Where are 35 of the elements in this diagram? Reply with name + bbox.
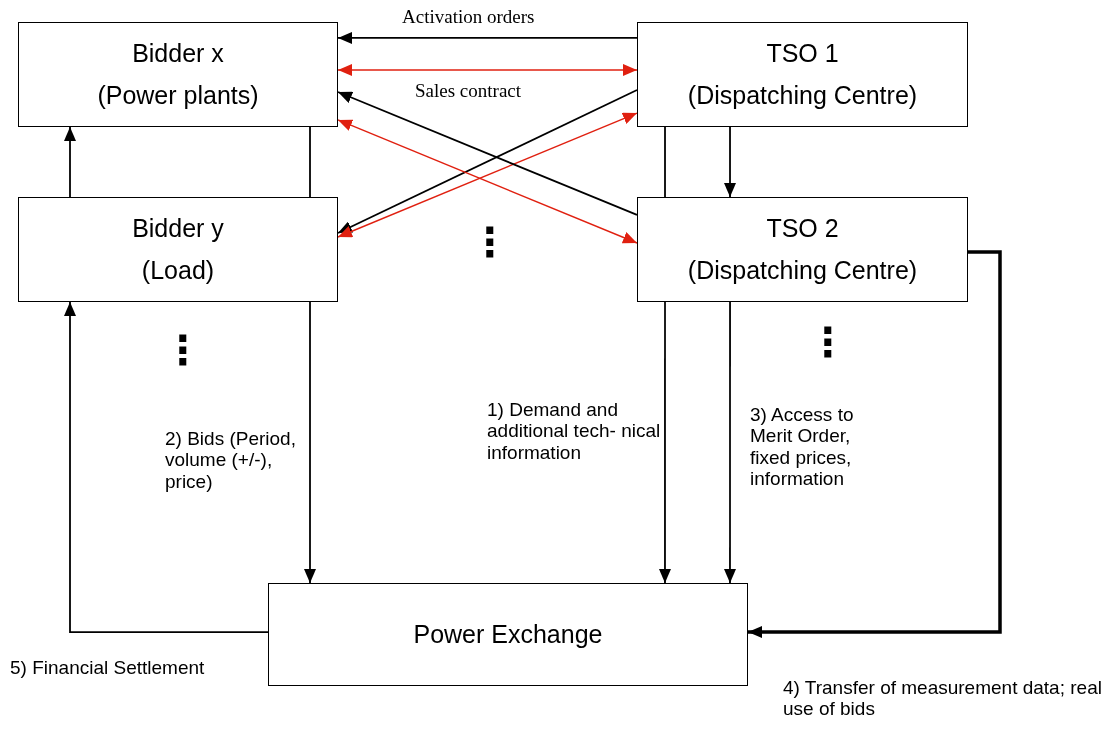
node-label: (Load) bbox=[141, 256, 215, 284]
process-box bbox=[268, 583, 748, 686]
arrow bbox=[337, 31, 638, 44]
node-label: Bidder y bbox=[132, 215, 224, 243]
process-box bbox=[637, 22, 968, 127]
edge-label: 4) Transfer of measurement data; real use of bids bbox=[783, 677, 1103, 720]
arrow bbox=[64, 126, 76, 198]
arrow bbox=[724, 301, 736, 584]
arrow bbox=[337, 64, 638, 76]
arrow bbox=[64, 301, 269, 633]
arrow bbox=[724, 126, 736, 198]
edge-label: 1) Demand and additional tech- nical information bbox=[487, 399, 662, 463]
process-box bbox=[637, 197, 968, 302]
connector-line bbox=[309, 126, 311, 198]
arrow bbox=[658, 301, 671, 584]
node-label: TSO 1 bbox=[766, 40, 839, 68]
process-box bbox=[18, 197, 338, 302]
node-label: TSO 2 bbox=[766, 215, 839, 243]
edge-label: 5) Financial Settlement bbox=[10, 657, 206, 679]
node-label: (Dispatching Centre) bbox=[687, 256, 918, 284]
node-label: Bidder x bbox=[132, 40, 224, 68]
process-box bbox=[18, 22, 338, 127]
node-label: Power Exchange bbox=[413, 620, 603, 649]
connector-line bbox=[664, 126, 666, 198]
arrow bbox=[748, 250, 1002, 639]
node-label: (Dispatching Centre) bbox=[687, 81, 918, 109]
edge-label: 2) Bids (Period, volume (+/-), price) bbox=[165, 428, 297, 492]
ellipsis-mark: ⋮ bbox=[808, 322, 848, 362]
ellipsis-mark: ⋮ bbox=[470, 222, 510, 262]
edge-label: Sales contract bbox=[415, 80, 522, 102]
arrow bbox=[304, 301, 316, 584]
node-label: (Power plants) bbox=[97, 81, 259, 109]
ellipsis-mark: ⋮ bbox=[163, 330, 203, 370]
edge-label: Activation orders bbox=[402, 6, 535, 28]
edge-label: 3) Access to Merit Order, fixed prices, information bbox=[750, 404, 855, 490]
